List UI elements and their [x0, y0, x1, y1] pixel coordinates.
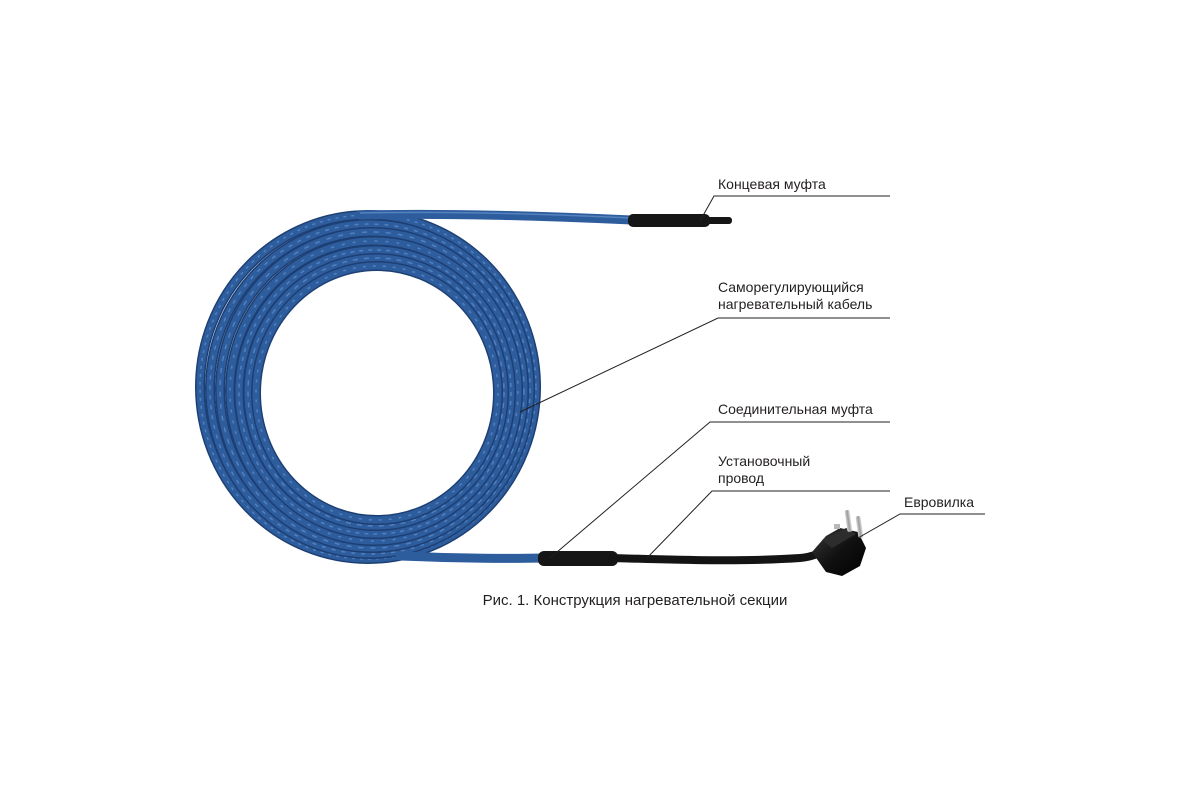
euro-plug-pin-2: [855, 515, 864, 538]
cable-loop-highlight: [238, 249, 512, 535]
heating-cable-coil: [195, 210, 541, 564]
label-installation-wire-line1: Установочный: [718, 453, 811, 469]
leader-line-euro-plug: [857, 513, 985, 539]
label-heating-cable-line1: Саморегулирующийся: [718, 279, 864, 295]
figure-caption: Рис. 1. Конструкция нагревательной секци…: [482, 592, 788, 609]
label-heating-cable: Саморегулирующийся нагревательный кабель: [718, 279, 872, 313]
end-sleeve: [628, 214, 710, 227]
label-end-sleeve: Концевая муфта: [718, 176, 826, 192]
connection-sleeve: [538, 551, 618, 566]
end-sleeve-tip: [706, 217, 732, 224]
leader-line-end-sleeve: [699, 195, 890, 222]
leader-line-heating-cable: [519, 317, 890, 413]
label-installation-wire-line2: провод: [718, 470, 765, 486]
euro-plug-pin-1: [844, 509, 853, 532]
label-heating-cable-line2: нагревательный кабель: [718, 296, 873, 312]
heating-cable-top-tail: [355, 209, 637, 225]
euro-plug: [812, 509, 866, 576]
heating-cable-bottom-tail: [395, 551, 550, 563]
leader-lines: [519, 195, 985, 560]
cable-loop-highlight: [255, 265, 499, 521]
cable-loop-highlight: [209, 223, 531, 555]
leader-line-install-wire: [645, 490, 890, 560]
cable-loop-highlight: [229, 240, 519, 542]
cable-loop: [235, 246, 515, 538]
cable-loop: [252, 262, 502, 524]
cable-loop: [226, 237, 522, 545]
cable-loop-highlight: [219, 231, 525, 549]
cable-loop-highlight: [247, 257, 505, 527]
label-euro-plug: Евровилка: [904, 494, 974, 510]
euro-plug-ground-clip: [834, 524, 840, 529]
label-installation-wire: Установочный провод: [718, 453, 810, 487]
leader-line-connection-sleeve: [549, 421, 890, 559]
heating-cable-top-tail-highlight: [359, 211, 633, 219]
installation-wire: [608, 546, 830, 565]
label-connection-sleeve: Соединительная муфта: [718, 401, 873, 417]
